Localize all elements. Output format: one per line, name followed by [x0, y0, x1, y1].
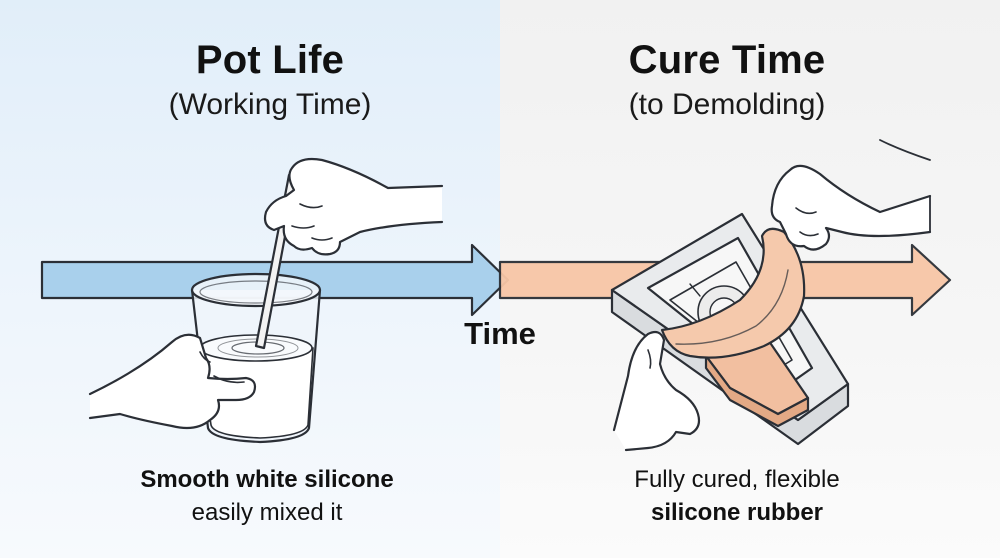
mold-illustration: [610, 139, 932, 452]
pot-life-title: Pot Life: [195, 38, 345, 82]
peeled-silicone-rubber: [660, 227, 806, 359]
pot-life-caption-line2: easily mixed it: [191, 499, 343, 526]
time-axis-label: Time: [464, 316, 536, 351]
pot-life-subtitle: (Working Time): [168, 88, 372, 121]
cure-time-caption-line1: Fully cured, flexible: [634, 466, 840, 493]
cure-time-caption-line2: silicone rubber: [650, 499, 824, 526]
upper-hand: [263, 157, 444, 256]
cup-rim: [190, 272, 322, 308]
cure-time-subtitle: (to Demolding): [628, 88, 826, 121]
mixing-cup-illustration: [88, 157, 444, 444]
holding-hand: [612, 330, 701, 452]
lower-hand: [88, 333, 257, 430]
peeling-hand: [770, 164, 932, 251]
cure-time-title: Cure Time: [628, 38, 826, 82]
pot-life-caption-line1: Smooth white silicone: [140, 466, 394, 493]
